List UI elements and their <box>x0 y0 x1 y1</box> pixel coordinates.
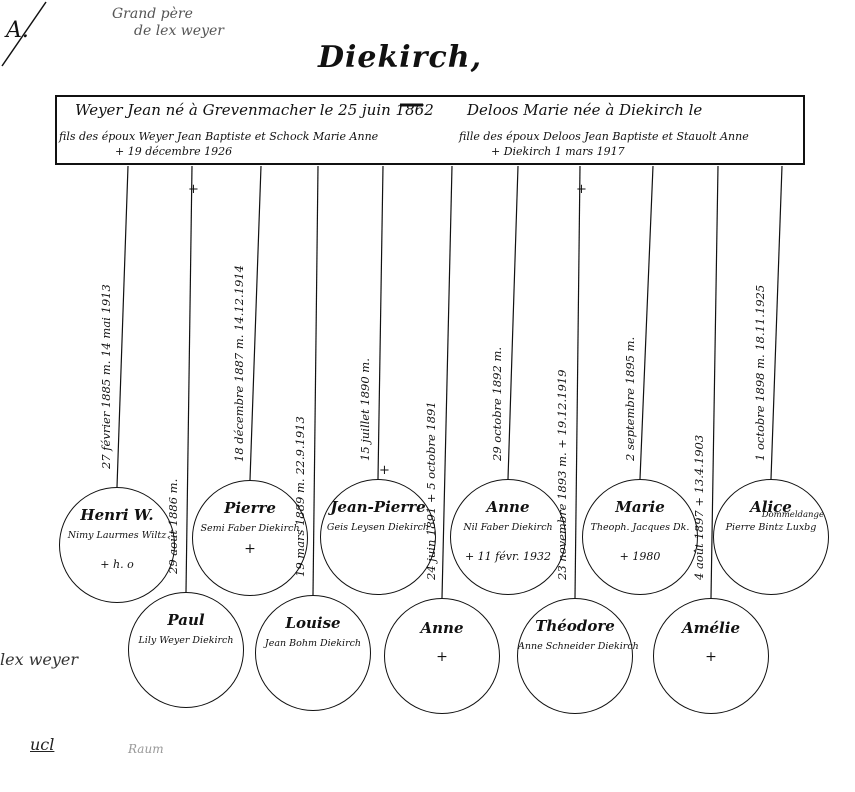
child-cross: + <box>705 649 717 665</box>
child-birth-line: 1 octobre 1898 m. 18.11.1925 <box>753 284 768 461</box>
child-spouse: Theoph. Jacques Dk. <box>590 522 690 533</box>
child-line <box>441 165 453 599</box>
mother-parents: fille des époux Deloos Jean Baptiste et … <box>459 130 749 143</box>
child-line <box>116 165 129 488</box>
child-name: Marie <box>615 498 665 516</box>
child-name: Paul <box>167 611 205 629</box>
child-birth-line: 18 décembre 1887 m. 14.12.1914 <box>232 265 247 462</box>
child-spouse: Anne Schneider Diekirch <box>518 641 639 652</box>
corner-slash-mark <box>1 1 47 67</box>
child-spouse: Semi Faber Diekirch <box>200 523 300 534</box>
child-cross-top: + <box>576 182 587 197</box>
child-spouse-extra: Dommeldange <box>761 510 824 520</box>
annotation-top-line-1: Grand père <box>112 6 193 22</box>
child-spouse: Geis Leysen Diekirch <box>326 522 430 533</box>
child-line <box>710 165 719 599</box>
child-name: Anne <box>420 619 464 637</box>
scribble-1: ucl <box>30 735 55 754</box>
scribble-2: Raum <box>128 742 164 756</box>
father-death: + 19 décembre 1926 <box>115 145 233 158</box>
child-death: + h. o <box>100 558 134 571</box>
child-name: Pierre <box>224 499 276 517</box>
annotation-side: lex weyer <box>0 650 79 669</box>
child-cross-top: + <box>379 463 390 478</box>
child-circle: Amélie + <box>653 598 769 714</box>
child-spouse: Nil Faber Diekirch <box>463 522 553 533</box>
father-line: Weyer Jean né à Grevenmacher le 25 juin … <box>75 101 434 119</box>
page-number: A. <box>6 18 29 43</box>
child-line <box>507 165 519 480</box>
child-spouse: Jean Bohm Diekirch <box>264 638 362 649</box>
child-birth-line: 23 novembre 1893 m. + 19.12.1919 <box>555 369 569 580</box>
child-line <box>574 165 581 599</box>
child-birth-line: 19 mars 1889 m. 22.9.1913 <box>293 416 307 577</box>
child-name: Amélie <box>682 619 740 637</box>
child-line <box>312 165 319 596</box>
child-birth-line: 24 juin 1891 + 5 octobre 1891 <box>424 401 438 580</box>
child-birth-line: 29 août 1886 m. <box>166 478 181 574</box>
child-name: Jean-Pierre <box>330 498 426 516</box>
child-death: + 11 févr. 1932 <box>464 550 552 563</box>
child-death: + 1980 <box>619 550 661 563</box>
mother-death: + Diekirch 1 mars 1917 <box>491 145 625 158</box>
child-name: Louise <box>285 614 341 632</box>
child-name: Théodore <box>535 617 615 635</box>
child-line <box>639 165 654 480</box>
child-line <box>377 165 384 480</box>
child-cross: + <box>244 541 256 557</box>
child-name: Anne <box>486 498 530 516</box>
child-circle: Anne + <box>384 598 500 714</box>
child-birth-line: 2 septembre 1895 m. <box>623 336 638 461</box>
child-spouse: Nimy Laurmes Wiltz <box>67 530 167 541</box>
child-name: Alice <box>750 498 792 516</box>
child-birth-line: 27 février 1885 m. 14 mai 1913 <box>99 284 114 469</box>
child-spouse: Pierre Bintz Luxbg <box>725 522 817 533</box>
child-line <box>249 165 262 481</box>
child-name: Henri W. <box>80 506 154 524</box>
annotation-top: Grand père de lex weyer <box>112 6 224 40</box>
child-circle: Henri W. Nimy Laurmes Wiltz + h. o <box>59 487 175 603</box>
parents-box: Weyer Jean né à Grevenmacher le 25 juin … <box>55 95 805 165</box>
child-birth-line: 4 août 1897 + 13.4.1903 <box>691 434 706 580</box>
child-cross-top: + <box>188 182 199 197</box>
child-birth-line: 15 juillet 1890 m. <box>358 358 372 461</box>
place-title: Diekirch, <box>318 40 483 75</box>
annotation-top-line-2: de lex weyer <box>134 23 224 39</box>
child-cross: + <box>436 649 448 665</box>
mother-line: Deloos Marie née à Diekirch le <box>467 101 703 119</box>
child-birth-line: 29 octobre 1892 m. <box>490 346 504 461</box>
child-spouse: Lily Weyer Diekirch <box>138 635 234 646</box>
child-lines <box>116 165 783 599</box>
child-line <box>185 165 193 593</box>
child-line <box>770 165 783 480</box>
father-parents: fils des époux Weyer Jean Baptiste et Sc… <box>59 130 379 143</box>
